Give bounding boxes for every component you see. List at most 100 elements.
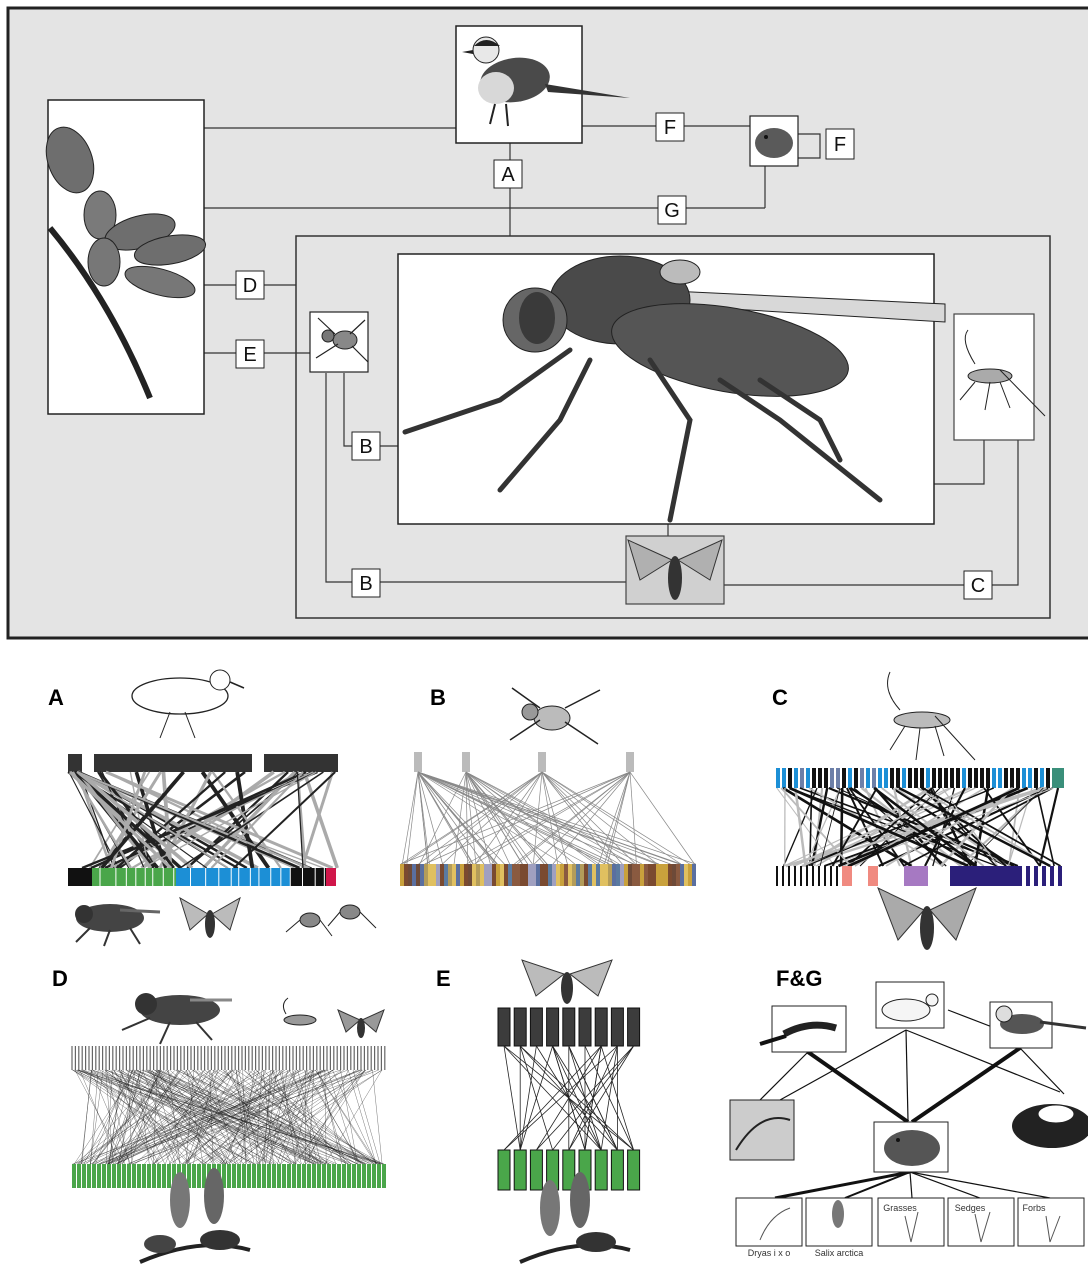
predator-bar — [1040, 768, 1044, 788]
prey-bar — [620, 864, 624, 886]
panel-label-fg: F&G — [776, 966, 822, 991]
panel-c: C — [772, 672, 1064, 950]
interaction-link — [373, 1070, 383, 1164]
prey-bar — [842, 866, 852, 886]
predator-bar — [1022, 768, 1026, 788]
predator-bar — [914, 768, 918, 788]
prey-bar — [608, 864, 612, 886]
prey-bar — [307, 1164, 311, 1188]
prey-bar — [377, 1164, 381, 1188]
prey-bar — [488, 864, 492, 886]
stoat-box — [760, 1006, 846, 1052]
predator-bar — [414, 752, 422, 772]
prey-bar — [560, 864, 564, 886]
prey-bar — [660, 864, 664, 886]
prey-bar — [508, 864, 512, 886]
predator-bar — [1016, 768, 1020, 788]
panel-label-d: D — [52, 966, 68, 991]
svg-text:Grasses: Grasses — [883, 1203, 917, 1213]
wasp-box — [954, 314, 1045, 440]
prey-bar — [636, 864, 640, 886]
top-panel: A F F G D E B — [8, 8, 1088, 638]
prey-bar — [500, 864, 504, 886]
predator-bar — [950, 768, 954, 788]
interaction-link — [418, 772, 656, 864]
prey-bar — [127, 1164, 131, 1188]
prey-bar — [87, 1164, 91, 1188]
predator-bar — [1052, 768, 1064, 788]
prey-bar — [514, 1150, 526, 1190]
skua-box — [990, 1002, 1086, 1048]
prey-bar — [326, 868, 336, 886]
prey-bar — [480, 864, 484, 886]
prey-bar — [167, 1164, 171, 1188]
prey-bar — [596, 864, 600, 886]
predator-bar — [800, 768, 804, 788]
prey-bar — [287, 1164, 291, 1188]
link-label-b-upper: B — [352, 432, 380, 460]
prey-icons-a — [75, 898, 376, 946]
prey-bar — [616, 864, 620, 886]
predator-bar — [926, 768, 930, 788]
prey-bar — [277, 1164, 281, 1188]
panel-label-c: C — [772, 685, 788, 710]
link-label-f-bird-vole: F — [656, 113, 684, 141]
prey-bar — [684, 864, 688, 886]
predator-bar — [908, 768, 912, 788]
predator-bar — [992, 768, 996, 788]
vole-box — [750, 116, 798, 166]
prey-bar — [830, 866, 832, 886]
predator-bar — [530, 1008, 542, 1046]
predator-bar — [818, 768, 822, 788]
svg-text:D: D — [243, 275, 257, 297]
prey-bar — [102, 1164, 106, 1188]
moth-icon — [878, 888, 976, 950]
predator-bar — [563, 1008, 575, 1046]
moth-icon — [180, 898, 240, 938]
prey-bar — [292, 1164, 296, 1188]
interaction-link — [418, 772, 696, 864]
prey-bar — [632, 864, 636, 886]
prey-bar — [824, 866, 826, 886]
prey-bar — [424, 864, 428, 886]
link-label-b-lower: B — [352, 569, 380, 597]
prey-bar — [382, 1164, 386, 1188]
prey-bar — [540, 864, 544, 886]
prey-bar — [137, 1164, 141, 1188]
prey-bar — [464, 864, 468, 886]
prey-bar — [692, 864, 696, 886]
network-b — [400, 752, 696, 886]
fly-icon — [75, 904, 160, 946]
prey-bar — [142, 1164, 146, 1188]
prey-bar — [162, 1164, 166, 1188]
prey-bar — [552, 864, 556, 886]
prey-bar — [367, 1164, 371, 1188]
interaction-link — [569, 1046, 634, 1150]
prey-bar — [92, 1164, 96, 1188]
predator-bar — [836, 768, 840, 788]
svg-text:C: C — [971, 575, 985, 597]
predator-bar — [812, 768, 816, 788]
interaction-link — [1040, 788, 1058, 866]
prey-bar — [496, 864, 500, 886]
prey-bar — [176, 868, 290, 886]
prey-bar — [192, 1164, 196, 1188]
prey-bar — [556, 864, 560, 886]
interaction-link — [604, 772, 630, 864]
prey-bar — [668, 864, 672, 886]
prey-bar — [680, 864, 684, 886]
interaction-link — [601, 1046, 617, 1150]
fox-box — [876, 982, 944, 1028]
interaction-link — [316, 1070, 378, 1164]
prey-bar — [68, 868, 92, 886]
prey-bar — [572, 864, 576, 886]
leaf-box — [38, 100, 208, 414]
interaction-link — [553, 1046, 602, 1150]
predator-bar — [842, 768, 846, 788]
prey-bar — [512, 864, 516, 886]
panel-label-b: B — [430, 685, 446, 710]
predator-bar — [547, 1008, 559, 1046]
plant-grasses: Grasses — [878, 1198, 944, 1246]
link-label-g: G — [658, 196, 686, 224]
prey-bar — [420, 864, 424, 886]
